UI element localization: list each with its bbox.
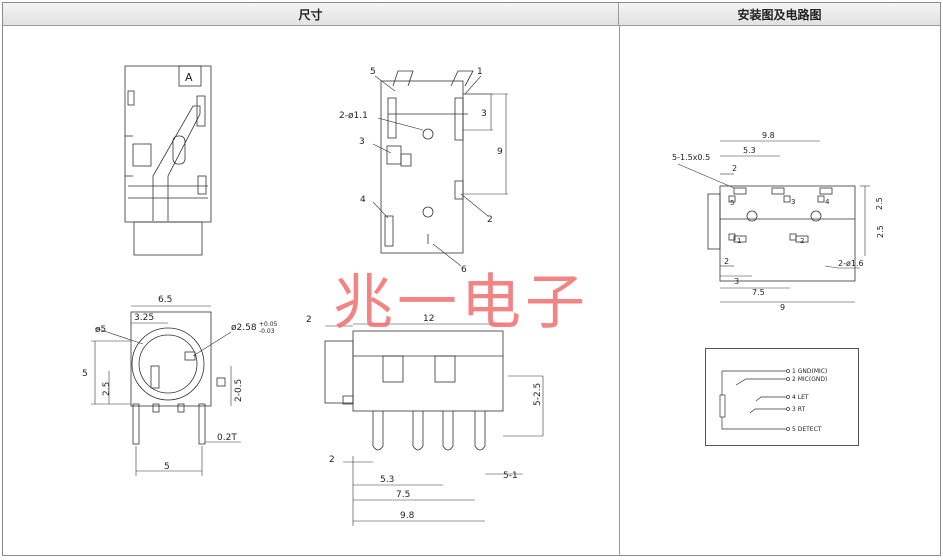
- front-dim-pitch: 5: [164, 462, 170, 472]
- install-dim-7-5: 7.5: [752, 288, 765, 297]
- circuit-pin-3: 3 RT: [792, 406, 805, 413]
- panel-divider: [619, 25, 620, 555]
- circuit-pin-1: 1 GND(MIC): [792, 368, 827, 375]
- install-dim-2b: 2: [724, 257, 729, 266]
- install-footprint: [707, 185, 856, 282]
- install-pad-2: 2: [800, 237, 804, 245]
- install-dim-pad: 5-1.5x0.5: [672, 153, 710, 162]
- top-pin-leaders: [372, 75, 508, 267]
- side-dim-5-1: 5-1: [503, 471, 518, 481]
- dimensions-panel: A: [3, 26, 618, 555]
- side-dim-5-3: 5.3: [380, 475, 394, 485]
- front-dim-tol-minus: -0.03: [259, 328, 275, 335]
- install-dim-hole: 2-ø1.6: [838, 259, 864, 268]
- pin-label-2: 2: [487, 215, 493, 225]
- side-dim-5-2-5: 5-2.5: [533, 383, 543, 406]
- pin-label-3: 3: [359, 137, 365, 147]
- side-dim-7-5: 7.5: [396, 490, 410, 500]
- front-dim-dia: ø5: [95, 325, 106, 335]
- front-dim-2-0-5: 2-0.5: [234, 379, 244, 402]
- install-dim-3: 3: [734, 277, 739, 286]
- front-view: [130, 311, 226, 445]
- front-dim-2-5: 2.5: [102, 382, 112, 396]
- install-dim-2a: 2: [732, 164, 737, 173]
- install-pad-4: 4: [825, 198, 830, 206]
- front-dim-height: 5: [82, 369, 88, 379]
- front-dim-width: 6.5: [158, 295, 172, 305]
- circuit-diagram: 1 GND(MIC) 2 MIC(GND) 4 LET 3 RT 5 DETEC…: [705, 348, 859, 446]
- top-dim-3: 3: [481, 109, 487, 119]
- side-dim-9-8: 9.8: [400, 511, 415, 521]
- front-dim-tol-plus: +0.05: [259, 321, 278, 328]
- front-dim-thk: 0.2T: [217, 433, 237, 443]
- front-dim-half: 3.25: [134, 313, 154, 323]
- side-dim-length: 12: [423, 314, 434, 324]
- install-dim-9: 9: [780, 303, 785, 312]
- pin-label-1: 1: [477, 67, 483, 77]
- install-pad-1: 1: [737, 237, 741, 245]
- install-dim-lines: [677, 140, 870, 303]
- top-pin-view: [380, 70, 474, 254]
- side-dim-pin: 2: [329, 455, 335, 465]
- circuit-pin-4: 4 LET: [792, 394, 809, 401]
- install-dim-2-5b: 2.5: [876, 225, 885, 238]
- body-marker: A: [185, 71, 193, 84]
- side-view: [324, 330, 504, 451]
- side-dim-lines: [325, 323, 544, 526]
- front-dim-lines: [91, 305, 241, 476]
- install-pad-3: 3: [791, 198, 795, 206]
- top-hole-dim: 2-ø1.1: [339, 111, 368, 121]
- side-dim-lead: 2: [306, 315, 312, 325]
- circuit-pin-2: 2 MIC(GND): [792, 376, 827, 383]
- install-dim-9-8: 9.8: [762, 131, 775, 140]
- install-dim-2-5a: 2.5: [875, 197, 884, 210]
- front-dim-hole: ø2.58: [231, 323, 257, 333]
- pin-label-6: 6: [461, 265, 467, 275]
- component-body-view: [124, 65, 212, 256]
- install-dim-5-3: 5.3: [743, 146, 756, 155]
- pin-label-5: 5: [370, 67, 376, 77]
- header-install-circuit: 安装图及电路图: [619, 3, 940, 26]
- header-dimensions: 尺寸: [3, 3, 619, 26]
- top-dim-9: 9: [497, 147, 503, 157]
- pin-label-4: 4: [360, 195, 366, 205]
- install-pad-5: 5: [730, 199, 734, 207]
- circuit-pin-5: 5 DETECT: [792, 426, 822, 433]
- install-circuit-panel: 9.8 5.3 5-1.5x0.5 2 2 3 7.5 9 2.5 2.5 2-…: [620, 26, 940, 555]
